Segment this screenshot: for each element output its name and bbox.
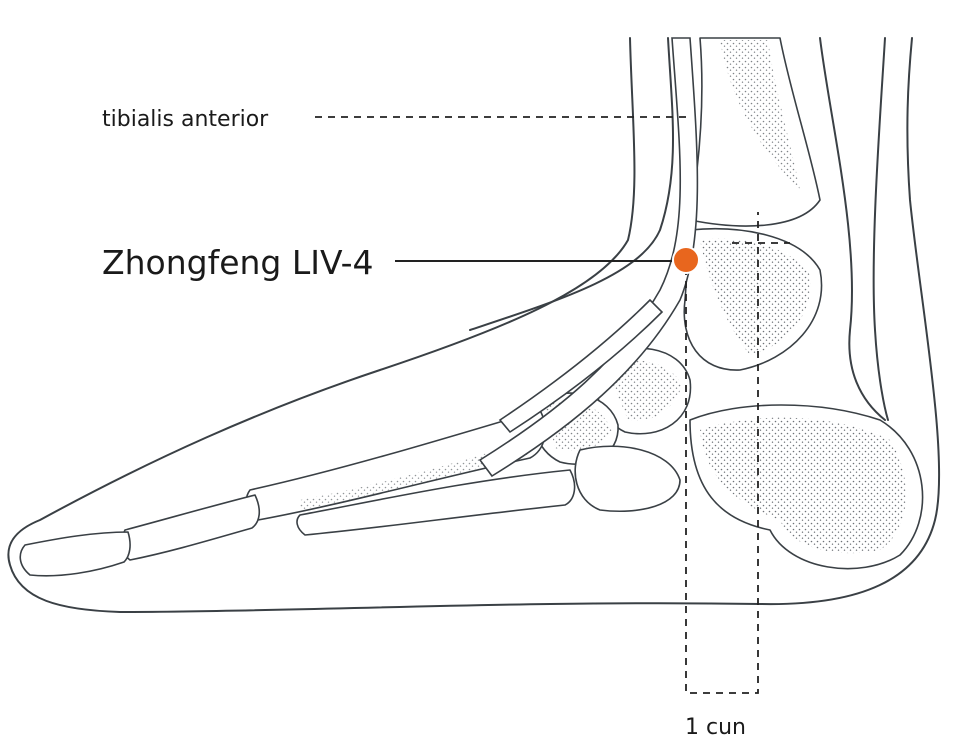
mid-shade xyxy=(545,360,682,451)
cun-measure-bracket xyxy=(685,212,759,694)
metatarsal-2 xyxy=(296,469,576,536)
phalanx-distal xyxy=(19,531,131,577)
calcaneus-shade xyxy=(700,417,907,554)
tibia-shade xyxy=(720,40,800,190)
metatarsal-shade xyxy=(300,440,532,510)
foot-outline xyxy=(7,37,941,613)
achilles-line-2 xyxy=(819,37,886,421)
tibialis-anterior-label: tibialis anterior xyxy=(102,107,269,132)
talus-shade xyxy=(700,238,811,355)
achilles-line xyxy=(872,37,889,421)
tibialis-anterior-tendon xyxy=(478,37,699,478)
zhongfeng-point-label: Zhongfeng LIV-4 xyxy=(102,243,374,282)
shin-inner-line xyxy=(469,37,674,331)
extensor-tendon xyxy=(498,298,664,434)
cuboid xyxy=(574,445,681,513)
cun-measure-label: 1 cun xyxy=(685,715,746,737)
phalanx-proximal xyxy=(120,494,261,561)
zhongfeng-point-marker xyxy=(672,246,700,274)
